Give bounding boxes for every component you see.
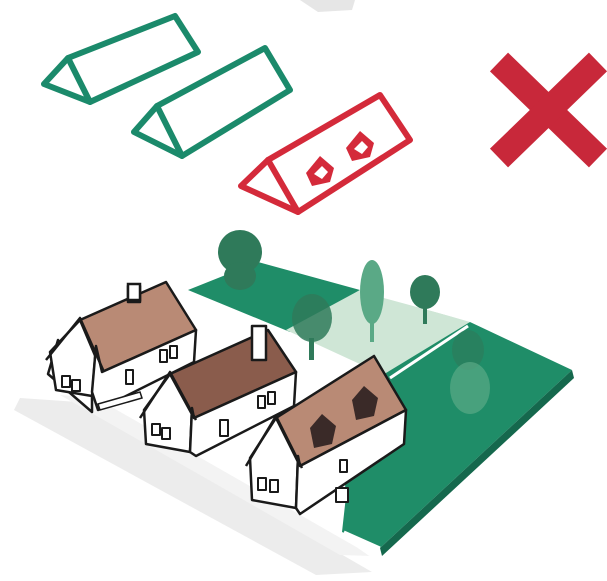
roof-outline-icon-1: [44, 16, 198, 102]
dormer-icon-2: [346, 131, 374, 161]
tree-4: [292, 294, 332, 360]
cross-mark-icon: [499, 62, 598, 158]
dormer-icon-1: [306, 156, 334, 186]
roof-dormers-outline-icon: [241, 95, 410, 212]
roof-outline-icon-2: [134, 48, 290, 156]
top-shadow-shape: [300, 0, 355, 12]
house-1-chimney: [128, 284, 140, 300]
